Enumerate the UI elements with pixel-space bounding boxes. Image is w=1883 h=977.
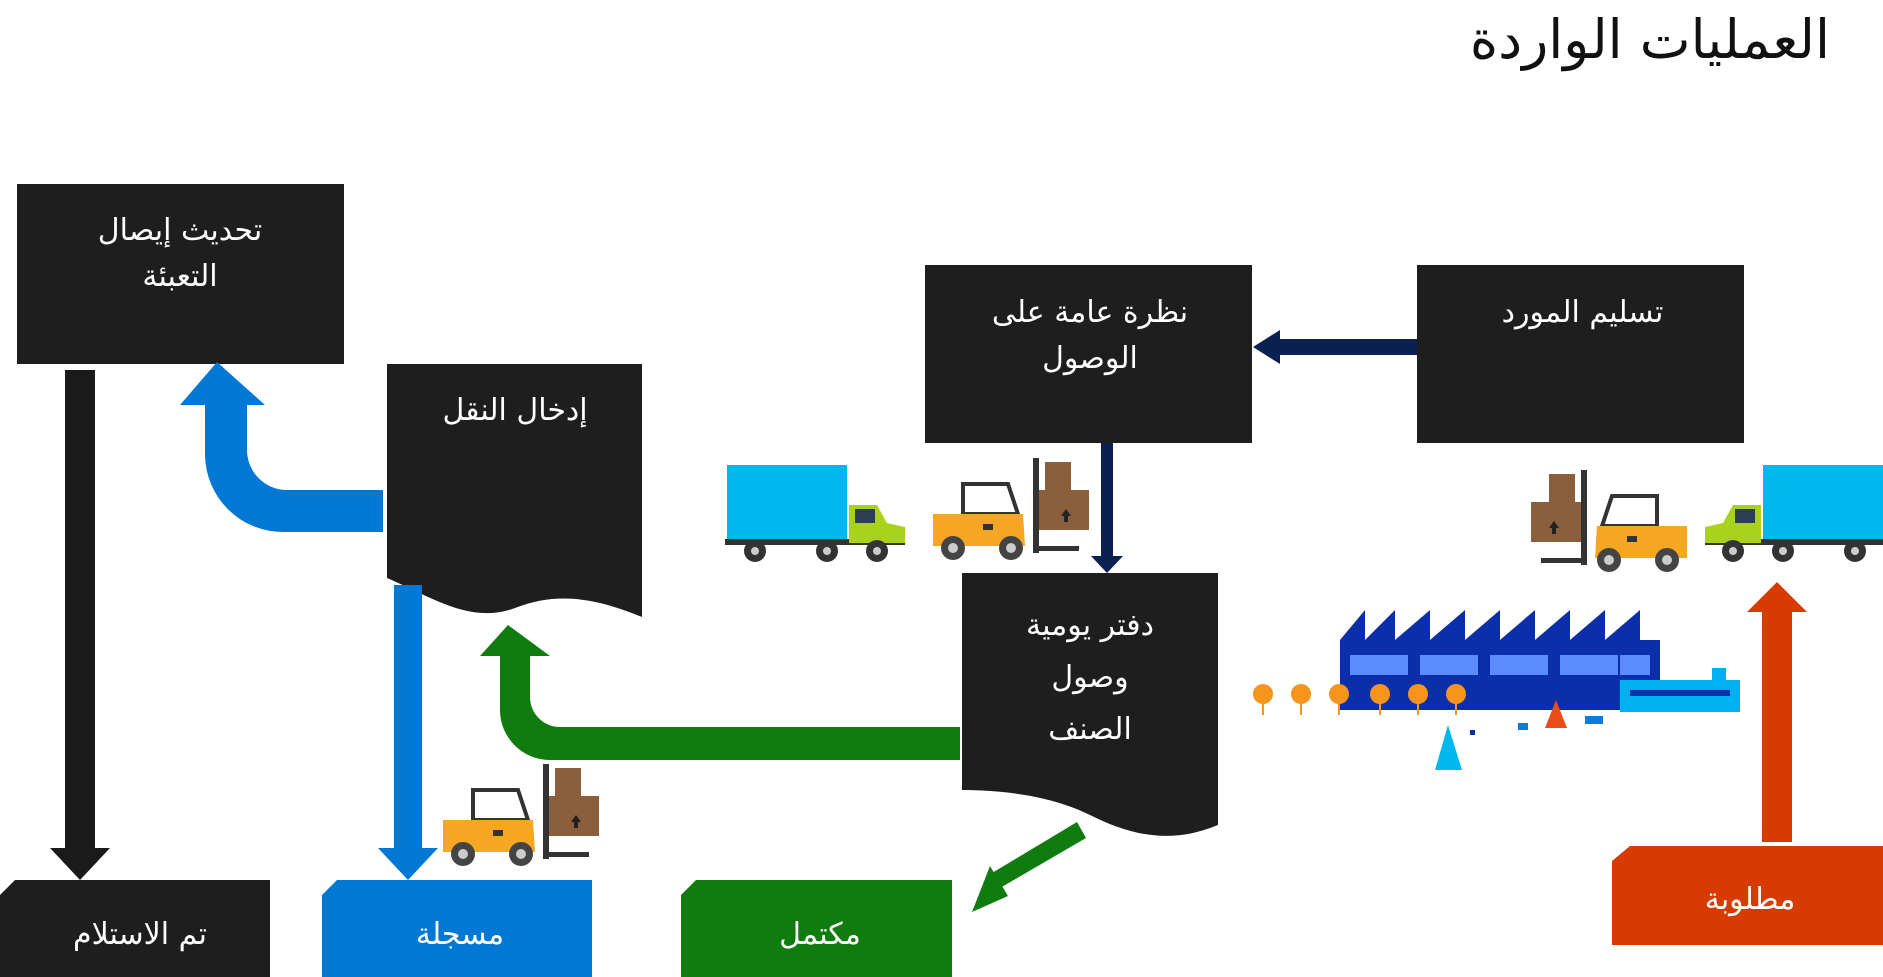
arrow-journal-to-transport bbox=[480, 625, 960, 760]
arrow-vendor-to-overview bbox=[1253, 330, 1417, 364]
forklift-icon bbox=[441, 762, 601, 868]
arrow-transport-to-packing-slip bbox=[180, 362, 383, 532]
arrival-overview-label: نظرة عامة على الوصول bbox=[991, 295, 1189, 376]
completed-label: مكتمل bbox=[779, 917, 861, 952]
ordered-status-shape bbox=[1612, 846, 1883, 945]
forklift-icon bbox=[1529, 468, 1689, 574]
truck-icon bbox=[1705, 465, 1883, 562]
update-packing-slip-box bbox=[17, 184, 344, 364]
item-arrival-journal-label: دفتر يومية وصول الصنف bbox=[1026, 608, 1154, 747]
arrow-overview-to-journal bbox=[1091, 443, 1123, 573]
arrow-ordered-up bbox=[1747, 582, 1807, 842]
received-status-shape bbox=[0, 880, 270, 977]
arrow-journal-to-completed bbox=[972, 822, 1086, 912]
arrow-received bbox=[50, 370, 110, 880]
completed-status-shape bbox=[681, 880, 952, 977]
arrow-to-registered bbox=[378, 585, 438, 880]
transport-entry-label: إدخال النقل bbox=[442, 393, 588, 428]
update-packing-slip-label: تحديث إيصال التعبئة bbox=[97, 213, 263, 294]
forklift-icon bbox=[931, 456, 1091, 562]
arrival-overview-box bbox=[925, 265, 1252, 443]
ordered-label: مطلوبة bbox=[1704, 882, 1796, 917]
factory-icon bbox=[1253, 610, 1740, 770]
registered-status-shape bbox=[322, 880, 592, 977]
received-label: تم الاستلام bbox=[73, 917, 207, 952]
vendor-delivery-label: تسليم المورد bbox=[1501, 295, 1664, 330]
vendor-delivery-box bbox=[1417, 265, 1744, 443]
transport-entry-document bbox=[387, 364, 642, 617]
page-title: العمليات الواردة bbox=[1469, 8, 1830, 71]
truck-icon bbox=[725, 465, 905, 562]
item-arrival-journal-document bbox=[962, 573, 1218, 836]
registered-label: مسجلة bbox=[415, 917, 505, 952]
